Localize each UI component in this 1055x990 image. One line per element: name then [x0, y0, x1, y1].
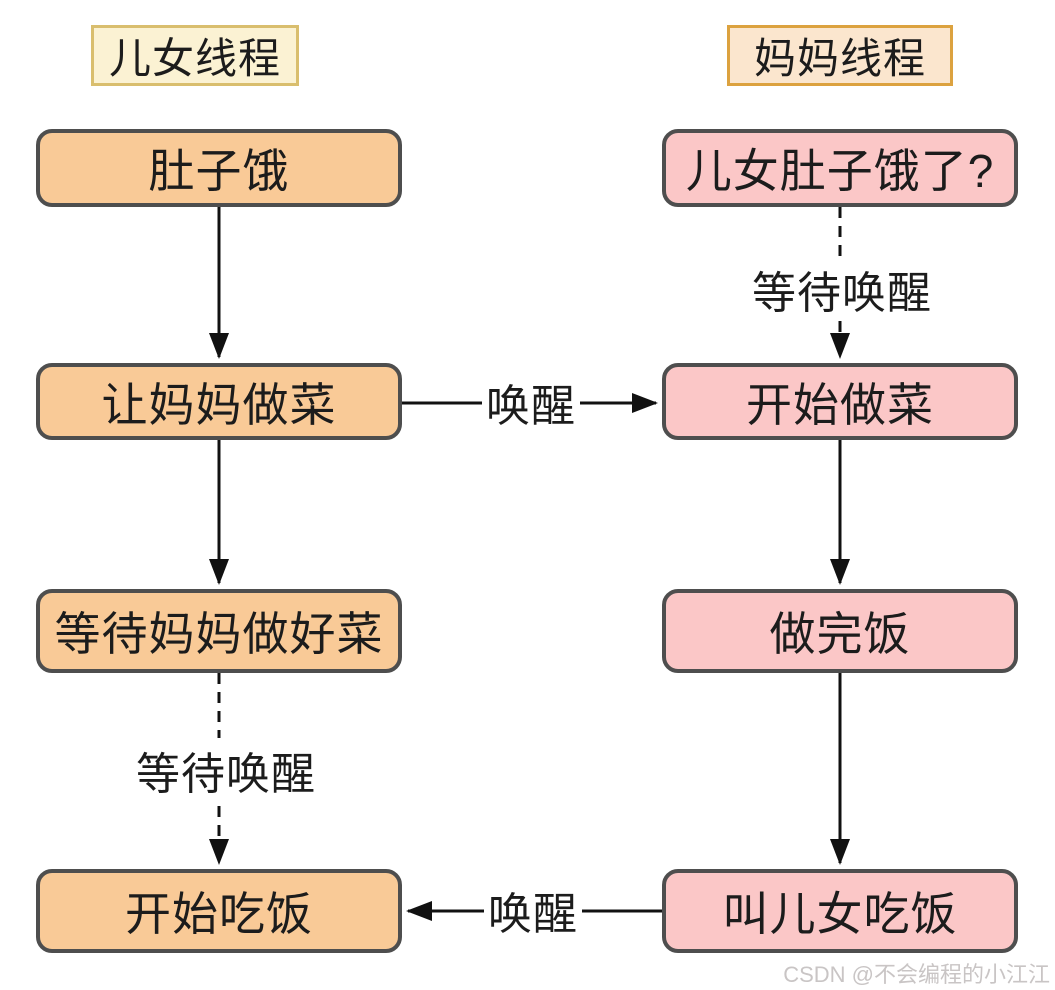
- edge-label-wait-wake-right: 等待唤醒: [748, 257, 936, 321]
- node-children-hungry-question: 儿女肚子饿了?: [662, 129, 1018, 207]
- edge-label-wait-wake-left: 等待唤醒: [132, 738, 320, 802]
- node-start-eating: 开始吃饭: [36, 869, 402, 953]
- node-finish-cooking: 做完饭: [662, 589, 1018, 673]
- node-ask-mom-cook: 让妈妈做菜: [36, 363, 402, 440]
- node-wait-mom-cook: 等待妈妈做好菜: [36, 589, 402, 673]
- node-start-cooking: 开始做菜: [662, 363, 1018, 440]
- thread-header-children: 儿女线程: [91, 25, 299, 86]
- csdn-watermark: CSDN @不会编程的小江江: [783, 962, 1050, 987]
- node-hungry: 肚子饿: [36, 129, 402, 207]
- node-call-children-eat: 叫儿女吃饭: [662, 869, 1018, 953]
- edge-label-wake-top: 唤醒: [482, 370, 580, 434]
- edge-label-wake-bottom: 唤醒: [484, 878, 582, 942]
- thread-header-mother: 妈妈线程: [727, 25, 953, 86]
